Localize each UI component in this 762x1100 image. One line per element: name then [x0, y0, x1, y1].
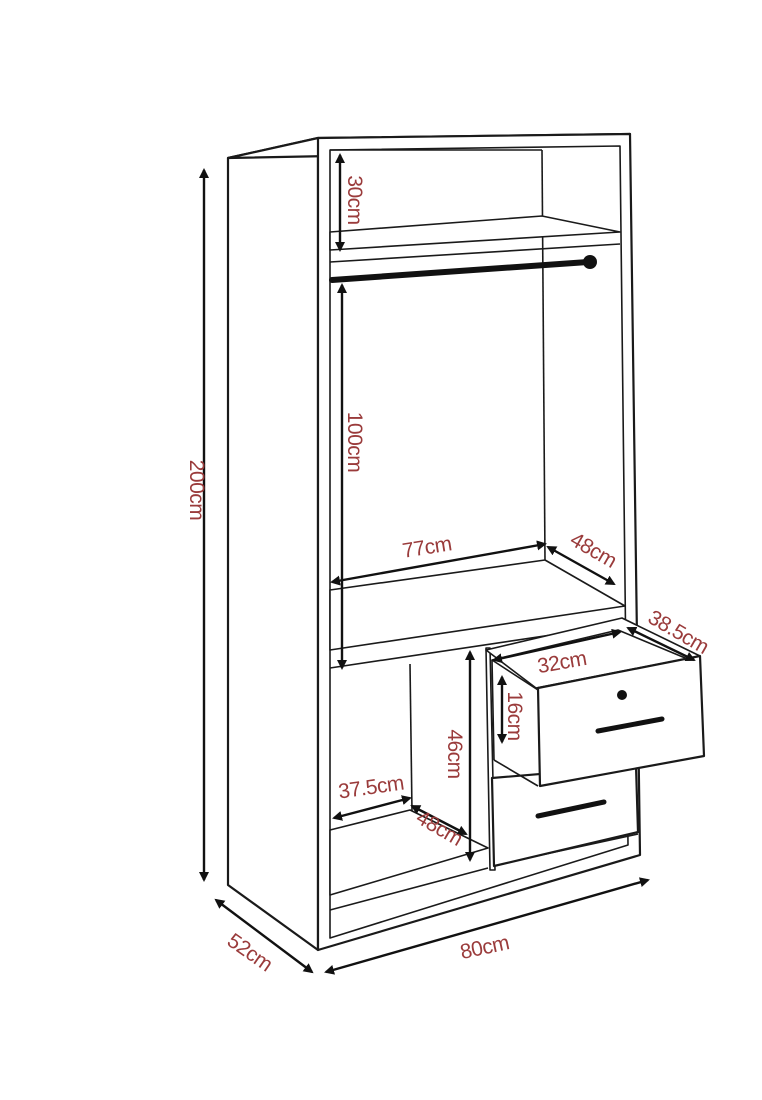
hanging-depth-arrow — [546, 545, 616, 586]
top-shelf — [329, 215, 621, 251]
hanging-height-label: 100cm — [343, 412, 366, 473]
drawer-width-arrow — [492, 628, 622, 664]
overall-height-label: 200cm — [185, 460, 208, 521]
overall-width-label: 80cm — [458, 931, 511, 964]
hanging-rail — [329, 259, 591, 283]
inner-opening — [329, 145, 629, 939]
open-drawer-back — [491, 659, 495, 761]
lock-icon — [617, 690, 627, 700]
lower-shelf-depth-arrow — [410, 804, 468, 836]
drawer-depth-arrow — [626, 626, 696, 662]
dimension-lines — [199, 153, 696, 975]
top-shelf-underside — [329, 243, 621, 263]
side-panel — [226, 136, 320, 952]
open-drawer-handle — [595, 716, 665, 734]
lower-height-label: 46cm — [443, 729, 466, 778]
depth-arrow — [214, 898, 314, 974]
lower-drawer-handle — [535, 799, 607, 819]
overall-depth-label: 52cm — [223, 929, 277, 976]
open-drawer-floor — [493, 759, 539, 787]
lower-shelf-width-arrow — [332, 795, 412, 821]
open-drawer-front — [536, 654, 706, 788]
lower-back-edge — [409, 663, 413, 813]
rail-end-cap — [583, 255, 597, 269]
hanging-width-arrow — [330, 540, 547, 586]
top-compartment-label: 30cm — [343, 175, 366, 224]
drawer-height-label: 16cm — [503, 691, 526, 740]
width-arrow — [324, 877, 650, 975]
